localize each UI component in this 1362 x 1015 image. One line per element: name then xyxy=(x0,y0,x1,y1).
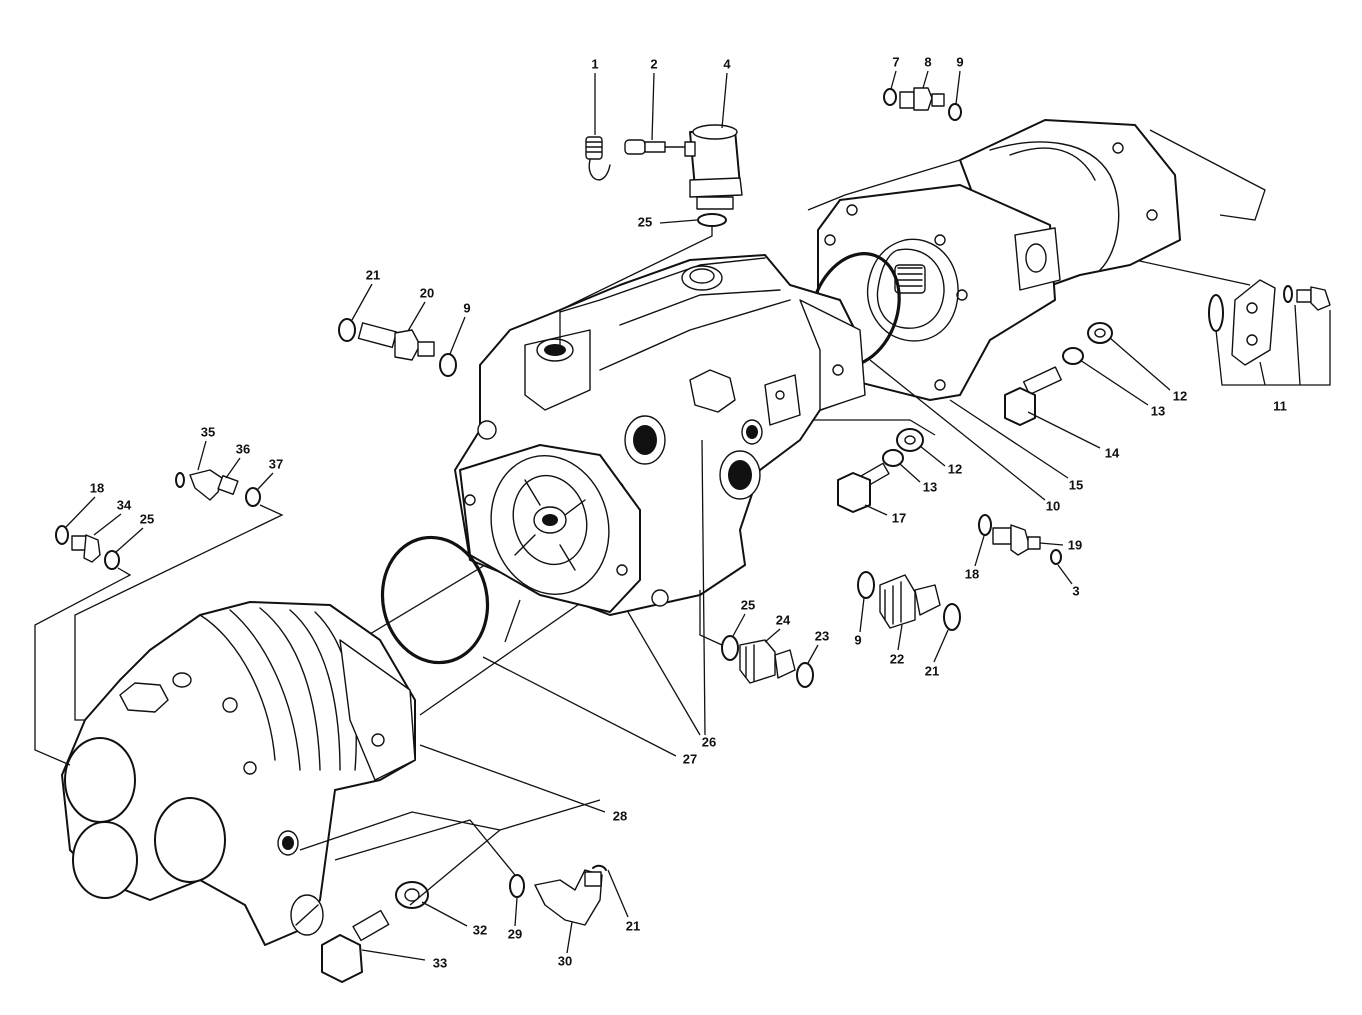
callout-12: 12 xyxy=(948,461,962,476)
callout-27: 27 xyxy=(683,751,697,766)
callout-7: 7 xyxy=(892,54,899,69)
fitting-right xyxy=(978,514,1062,565)
splined-shaft xyxy=(894,264,926,294)
callout-29: 29 xyxy=(508,926,522,941)
pressure-switch-group xyxy=(559,124,743,345)
callout-3: 3 xyxy=(1072,583,1079,598)
callout-33: 33 xyxy=(433,955,447,970)
callout-25: 25 xyxy=(741,597,755,612)
callout-22: 22 xyxy=(890,651,904,666)
callout-26: 26 xyxy=(702,734,716,749)
callout-labels: 1 2 4 25 7 8 9 21 20 9 35 36 37 18 34 25… xyxy=(65,54,1287,970)
callout-14: 14 xyxy=(1105,445,1120,460)
elbow-fitting-lower xyxy=(334,819,607,926)
fitting-mid-right xyxy=(857,571,961,631)
callout-10: 10 xyxy=(1046,498,1060,513)
callout-12: 12 xyxy=(1173,388,1187,403)
fitting-far-left xyxy=(34,525,132,766)
bolt-washer-right xyxy=(1004,322,1113,426)
callout-9: 9 xyxy=(956,54,963,69)
callout-32: 32 xyxy=(473,922,487,937)
callout-17: 17 xyxy=(892,510,906,525)
callout-15: 15 xyxy=(1069,477,1083,492)
pressure-switch xyxy=(684,124,743,210)
rear-pump-section xyxy=(807,119,1266,401)
bolt-washer-lower xyxy=(299,811,502,983)
callout-25: 25 xyxy=(140,511,154,526)
callout-20: 20 xyxy=(420,285,434,300)
center-housing xyxy=(454,254,866,616)
spring-part xyxy=(585,136,611,181)
callout-4: 4 xyxy=(723,56,731,71)
callout-37: 37 xyxy=(269,456,283,471)
callout-1: 1 xyxy=(591,56,598,71)
callout-23: 23 xyxy=(815,628,829,643)
callout-21: 21 xyxy=(626,918,640,933)
mounting-bracket xyxy=(1208,279,1331,386)
callout-35: 35 xyxy=(201,424,215,439)
callout-18: 18 xyxy=(90,480,104,495)
callout-24: 24 xyxy=(776,612,791,627)
callout-13: 13 xyxy=(923,479,937,494)
fitting-upper-left xyxy=(338,318,457,377)
callout-25: 25 xyxy=(638,214,652,229)
elbow-fitting-left xyxy=(74,469,284,721)
callout-8: 8 xyxy=(924,54,931,69)
bleed-plug xyxy=(624,139,686,155)
callout-18: 18 xyxy=(965,566,979,581)
callout-9: 9 xyxy=(463,300,470,315)
callout-9: 9 xyxy=(854,632,861,647)
fitting-lower-center xyxy=(699,590,814,688)
callout-19: 19 xyxy=(1068,537,1082,552)
callout-34: 34 xyxy=(117,497,132,512)
callout-11: 11 xyxy=(1273,398,1287,413)
fitting-top-right xyxy=(883,87,962,121)
callout-36: 36 xyxy=(236,441,250,456)
bolt-washer-center xyxy=(837,428,924,513)
flange-o-ring xyxy=(380,535,490,665)
callout-21: 21 xyxy=(366,267,380,282)
callout-2: 2 xyxy=(650,56,657,71)
callout-21: 21 xyxy=(925,663,939,678)
front-pump-section xyxy=(61,601,416,946)
callout-13: 13 xyxy=(1151,403,1165,418)
callout-30: 30 xyxy=(558,953,572,968)
callout-28: 28 xyxy=(613,808,627,823)
